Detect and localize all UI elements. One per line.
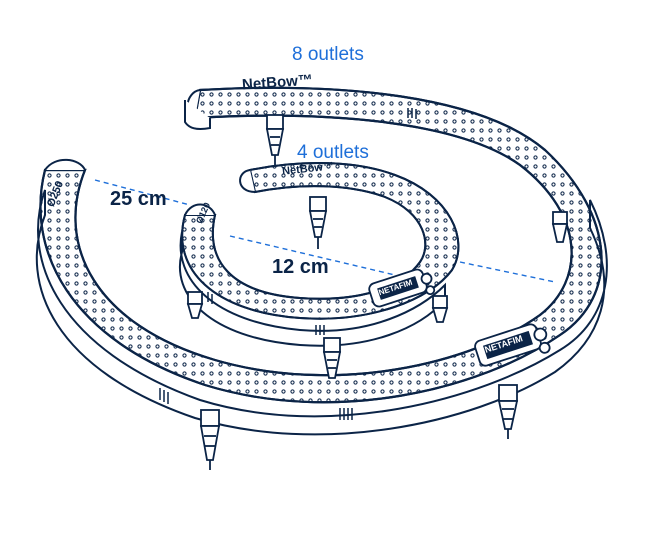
dripper-connector-icon: [368, 268, 551, 367]
inner-netbow-ring-icon: [179, 162, 460, 347]
outer-diameter-label: 25 cm: [110, 188, 167, 210]
outer-netbow-ring-icon: [35, 86, 608, 436]
inner-outlets-label: 4 outlets: [297, 142, 369, 163]
outer-outlets-label: 8 outlets: [292, 44, 364, 65]
diameter-guides: [94, 179, 556, 283]
stake-icon: [186, 114, 569, 470]
inner-diameter-label: 12 cm: [272, 256, 329, 278]
